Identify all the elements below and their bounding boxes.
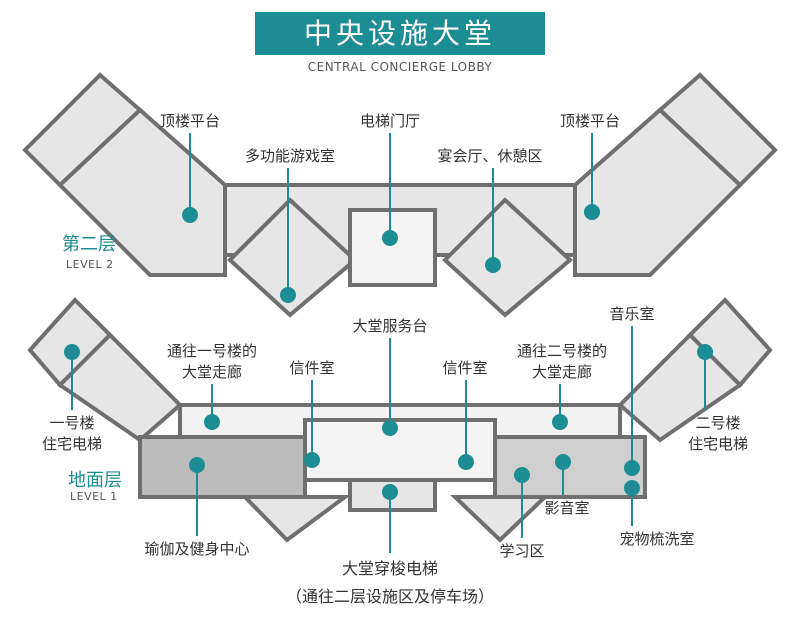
level2-left-terrace bbox=[57, 107, 227, 277]
label-mail-room-left: 信件室 bbox=[289, 359, 335, 377]
location-marker bbox=[204, 414, 220, 430]
page-subtitle: CENTRAL CONCIERGE LOBBY bbox=[307, 60, 493, 74]
level1-right-wing bbox=[617, 332, 744, 443]
level1-plan bbox=[27, 297, 773, 543]
label-corridor-tower2: 通往二号楼的大堂走廊 bbox=[517, 341, 607, 383]
level2-subtitle: LEVEL 2 bbox=[66, 258, 114, 271]
location-marker bbox=[584, 204, 600, 220]
level2-game-room bbox=[227, 197, 359, 318]
label-line: 一号楼 bbox=[49, 414, 95, 432]
label-music-room: 音乐室 bbox=[609, 305, 655, 323]
label-banquet-hall: 宴会厅、休憩区 bbox=[437, 147, 543, 165]
label-tower2-elevator: 二号楼住宅电梯 bbox=[688, 413, 748, 455]
label-corridor-tower1: 通往一号楼的大堂走廊 bbox=[167, 341, 257, 383]
location-marker bbox=[280, 287, 296, 303]
label-line: 通往二号楼的 bbox=[516, 342, 608, 360]
level1-title: 地面层 bbox=[68, 470, 122, 491]
label-theater-room: 影音室 bbox=[544, 499, 590, 517]
location-marker bbox=[64, 344, 80, 360]
label-line: （通往二层设施区及停车场） bbox=[285, 587, 495, 606]
page-title: 中央设施大堂 bbox=[255, 12, 545, 55]
location-marker bbox=[552, 414, 568, 430]
label-pet-grooming: 宠物梳洗室 bbox=[619, 530, 695, 548]
label-game-room: 多功能游戏室 bbox=[244, 147, 336, 165]
level1-east-rooms bbox=[493, 435, 647, 499]
label-line: 大堂走廊 bbox=[531, 363, 593, 381]
location-marker bbox=[624, 460, 640, 476]
level2-right-terrace bbox=[573, 107, 743, 277]
label-study-area: 学习区 bbox=[499, 542, 545, 560]
label-line: 住宅电梯 bbox=[41, 435, 103, 453]
label-concierge-desk: 大堂服务台 bbox=[352, 317, 428, 335]
location-marker bbox=[697, 344, 713, 360]
location-marker bbox=[458, 454, 474, 470]
level1-study-wedge bbox=[450, 495, 550, 543]
location-marker bbox=[514, 467, 530, 483]
level2-banquet-hall bbox=[442, 197, 574, 318]
label-rooftop-terrace-left: 顶楼平台 bbox=[159, 112, 221, 130]
location-marker bbox=[485, 257, 501, 273]
level2-elevator-lobby bbox=[348, 208, 437, 287]
location-marker bbox=[555, 454, 571, 470]
label-tower1-elevator: 一号楼住宅电梯 bbox=[42, 413, 102, 455]
level1-gym-wedge bbox=[240, 495, 352, 543]
location-marker bbox=[182, 207, 198, 223]
level2-plan bbox=[22, 72, 778, 318]
level2-title: 第二层 bbox=[62, 234, 116, 255]
location-marker bbox=[382, 230, 398, 246]
label-line: 二号楼 bbox=[695, 414, 741, 432]
label-line: 大堂穿梭电梯 bbox=[341, 559, 439, 578]
level1-subtitle: LEVEL 1 bbox=[70, 490, 118, 503]
label-shuttle-elevator: 大堂穿梭电梯 （通往二层设施区及停车场） bbox=[286, 555, 494, 611]
label-line: 住宅电梯 bbox=[687, 435, 749, 453]
location-marker bbox=[382, 420, 398, 436]
label-elevator-lobby: 电梯门厅 bbox=[359, 112, 421, 130]
location-marker bbox=[624, 480, 640, 496]
label-rooftop-terrace-right: 顶楼平台 bbox=[559, 112, 621, 130]
label-line: 通往一号楼的 bbox=[166, 342, 258, 360]
location-marker bbox=[382, 484, 398, 500]
label-fitness-center: 瑜伽及健身中心 bbox=[144, 540, 250, 558]
location-marker bbox=[189, 457, 205, 473]
label-line: 大堂走廊 bbox=[181, 363, 243, 381]
label-mail-room-right: 信件室 bbox=[442, 359, 488, 377]
location-marker bbox=[304, 452, 320, 468]
level1-gym bbox=[138, 435, 307, 499]
